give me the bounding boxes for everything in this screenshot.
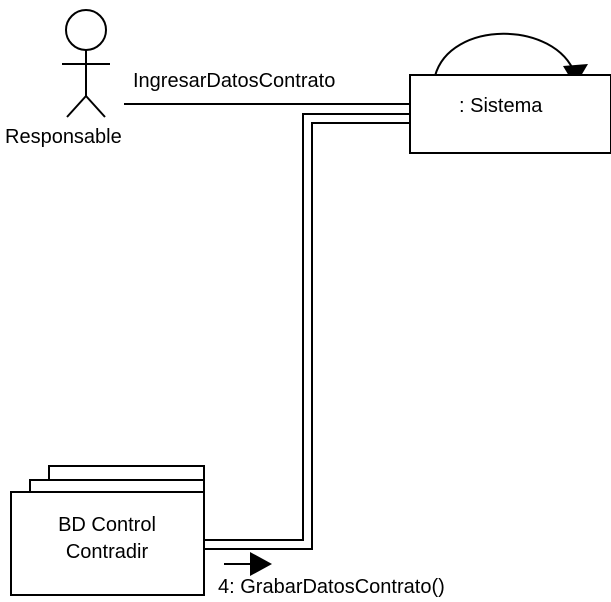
actor-left-leg [66,95,87,118]
self-message-arc [434,32,576,77]
actor-head [65,9,107,51]
message-grabar-datos-contrato: 4: GrabarDatosContrato() [218,576,445,598]
message-ingresar-datos-contrato: IngresarDatosContrato [133,70,335,92]
actor-responsable [62,9,110,118]
database-stack-front [10,491,205,596]
database-label-line1: BD Control [58,514,156,536]
actor-label: Responsable [5,126,122,148]
database-label-line2: Contradir [66,541,149,563]
system-object-box [409,74,611,154]
actor-right-leg [85,95,106,118]
link-system-database [205,113,410,550]
database-multi-object [10,465,205,596]
message-arrow-grabar [224,552,272,576]
system-object-label: : Sistema [459,95,543,117]
